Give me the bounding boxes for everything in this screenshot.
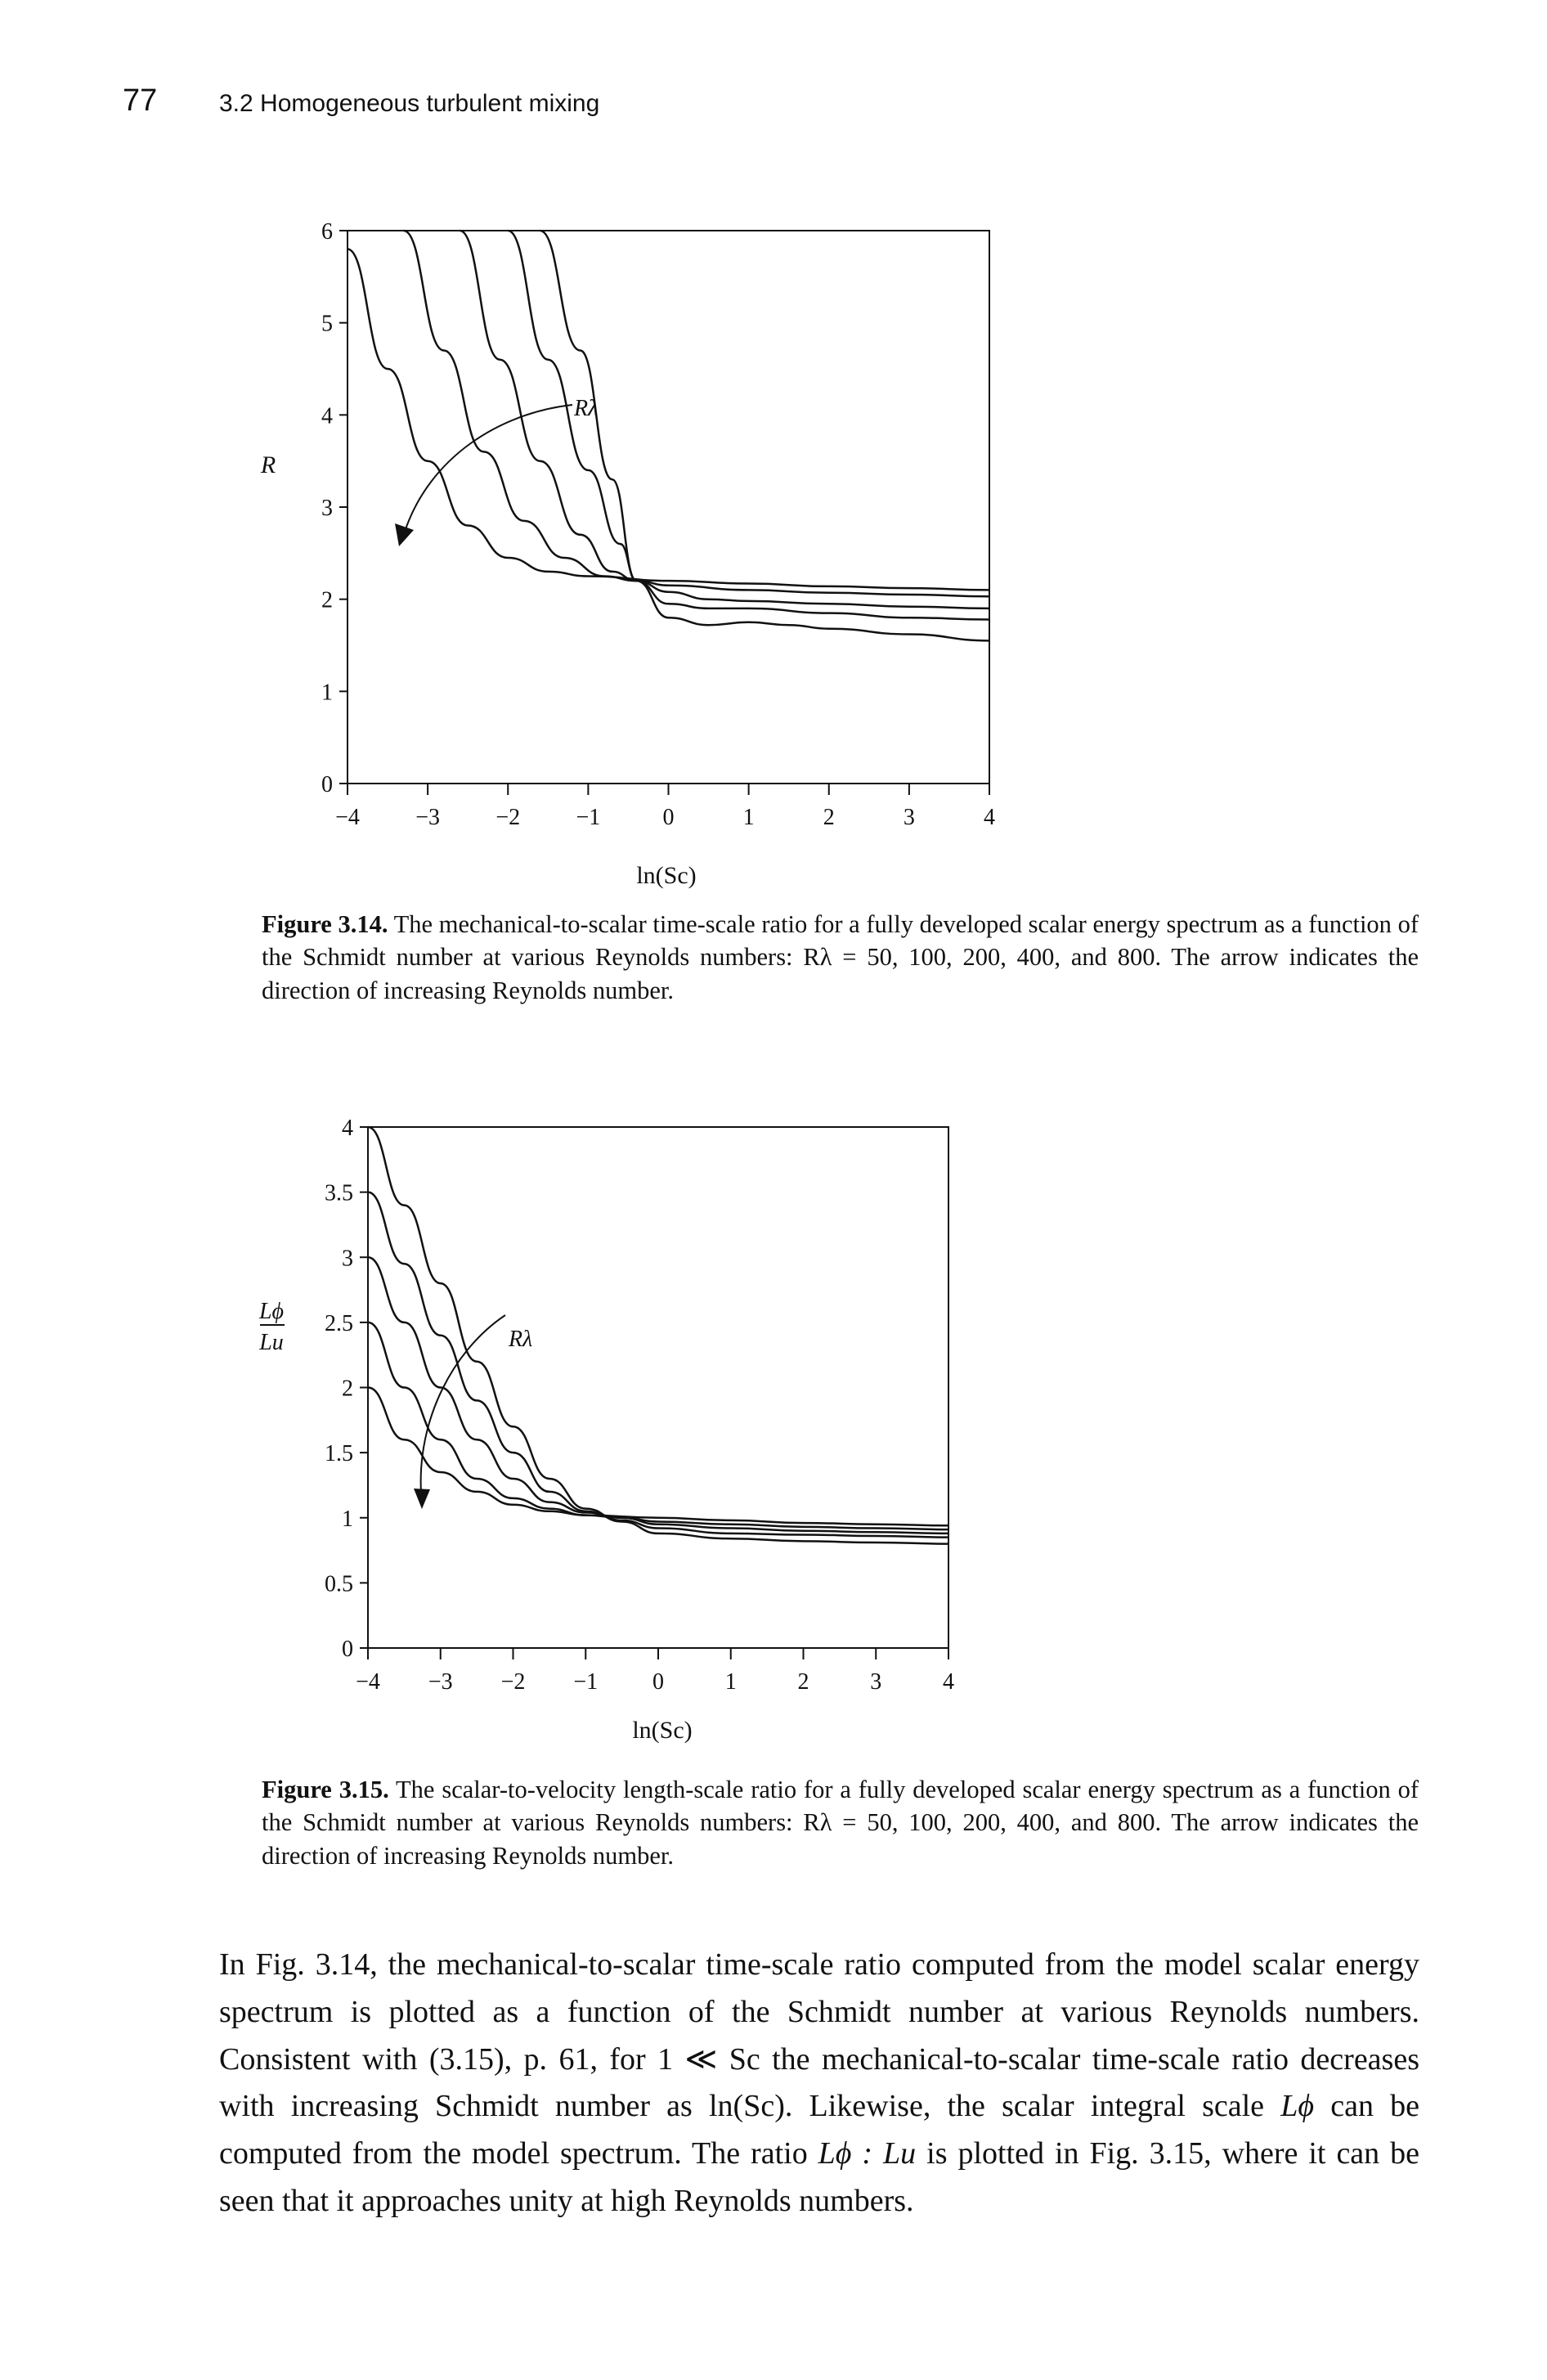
fig14-y-tick-label: 0: [321, 772, 333, 797]
running-title: 3.2 Homogeneous turbulent mixing: [219, 90, 600, 117]
fig15-y-tick-label: 2: [342, 1376, 353, 1402]
figure-3-14-xlabel: ln(Sc): [636, 862, 696, 889]
fig14-x-tick-label: −3: [415, 805, 440, 830]
fig15-y-tick-label: 3: [342, 1246, 353, 1271]
fig15-x-tick-label: 4: [943, 1669, 954, 1695]
figure-3-14-arrow: [395, 404, 573, 546]
fig15-series-line-4: [367, 1191, 949, 1538]
figure-3-15-ylabel-top: Lϕ: [258, 1299, 284, 1324]
figure-3-15-axes: −4 −3 −2 −1 0 1 2 3 4 0 0.5 1 1.5 2 2.5 3 3.5 4: [325, 1116, 954, 1695]
figure-3-14-series: [347, 229, 990, 642]
fig15-x-tick-label: 3: [870, 1669, 881, 1695]
fig15-plot-frame: [367, 1126, 949, 1649]
figure-3-15-annotation: Rλ: [508, 1327, 532, 1352]
fig14-x-tick-label: −1: [576, 805, 600, 830]
fig14-y-tick-label: 1: [321, 680, 333, 705]
figure-3-14-caption-label: Figure 3.14.: [262, 910, 388, 938]
figure-3-15-caption-text: The scalar-to-velocity length-scale rati…: [262, 1776, 1419, 1870]
body-text-part-2: can be computed from the model spectrum.…: [219, 2089, 1419, 2171]
fig14-x-tick-label: 0: [663, 805, 675, 830]
figure-3-15-ylabel-bottom: Lu: [258, 1330, 284, 1355]
fig14-x-tick-label: −2: [495, 805, 520, 830]
fig15-x-tick-label: 1: [725, 1669, 737, 1695]
fig14-x-tick-label: 4: [984, 805, 995, 830]
body-text-part-3: is plotted in Fig. 3.15, where it can be…: [219, 2136, 1420, 2218]
figure-3-15-xlabel: ln(Sc): [632, 1717, 692, 1744]
page-header: 77 3.2 Homogeneous turbulent mixing: [0, 0, 1547, 164]
fig15-y-tick-label: 0: [342, 1637, 353, 1662]
fig15-x-tick-label: −4: [356, 1669, 380, 1695]
fig15-y-tick-label: 3.5: [325, 1181, 353, 1206]
fig15-series-line-5: [367, 1125, 949, 1545]
fig14-y-tick-label: 3: [321, 496, 333, 521]
fig14-y-tick-label: 4: [321, 403, 333, 429]
figure-3-14-caption-text: The mechanical-to-scalar time-scale rati…: [262, 910, 1419, 1004]
fig15-x-tick-label: 2: [798, 1669, 809, 1695]
fig14-series-line-2: [403, 229, 990, 598]
fig15-x-tick-label: −2: [501, 1669, 526, 1695]
fig14-x-tick-label: 3: [904, 805, 915, 830]
fig14-x-tick-label: 1: [743, 805, 755, 830]
fig15-y-tick-label: 4: [342, 1116, 353, 1141]
fig14-plot-frame: [347, 230, 990, 784]
body-text-part-1: In Fig. 3.14, the mechanical-to-scalar t…: [219, 1947, 1419, 2124]
fig14-y-tick-label: 6: [321, 219, 333, 245]
fig15-y-tick-label: 2.5: [325, 1311, 353, 1336]
fig15-series-line-3: [367, 1256, 949, 1535]
fig15-x-tick-label: −1: [573, 1669, 598, 1695]
figure-3-14-caption: Figure 3.14. The mechanical-to-scalar ti…: [262, 908, 1419, 1007]
fig15-series-line-1: [367, 1386, 949, 1527]
fig14-x-tick-label: −4: [335, 805, 360, 830]
fig14-y-tick-label: 2: [321, 588, 333, 613]
fig15-x-tick-label: 0: [652, 1669, 664, 1695]
fig15-y-tick-label: 0.5: [325, 1571, 353, 1596]
page-number: 77: [123, 83, 158, 118]
figure-3-15-ylabel: Lϕ Lu: [258, 1299, 285, 1355]
figure-3-14-chart: −4 −3 −2 −1 0 1 2 3 4 0 1 2 3 4 5 6 R ln(Sc) Rλ: [260, 219, 995, 889]
body-math-ratio: Lϕ : Lu: [818, 2136, 917, 2171]
figure-3-15-caption-label: Figure 3.15.: [262, 1776, 389, 1803]
fig14-series-line-3: [459, 229, 990, 610]
body-paragraph: In Fig. 3.14, the mechanical-to-scalar t…: [219, 1942, 1419, 2225]
figure-3-15-series: [367, 1125, 949, 1545]
body-math-l-phi: Lϕ: [1280, 2089, 1315, 2124]
fig14-series-line-1: [347, 248, 990, 591]
fig15-x-tick-label: −3: [428, 1669, 453, 1695]
fig15-series-line-2: [367, 1321, 949, 1531]
fig15-y-tick-label: 1.5: [325, 1441, 353, 1466]
fig15-y-tick-label: 1: [342, 1507, 353, 1532]
figure-3-15-arrow: [414, 1314, 506, 1509]
figure-3-15-chart: −4 −3 −2 −1 0 1 2 3 4 0 0.5 1 1.5 2 2.5 3 3.5 4 Lϕ Lu ln(…: [258, 1116, 954, 1744]
fig14-series-line-4: [507, 229, 990, 621]
fig14-x-tick-label: 2: [823, 805, 835, 830]
figure-3-15-caption: Figure 3.15. The scalar-to-velocity leng…: [262, 1773, 1419, 1872]
fig14-series-line-5: [540, 229, 990, 642]
figure-3-14-annotation: Rλ: [573, 396, 598, 421]
figure-3-14-ylabel: R: [260, 451, 276, 478]
fig14-y-tick-label: 5: [321, 312, 333, 337]
figure-3-14-axes: −4 −3 −2 −1 0 1 2 3 4 0 1 2 3 4 5 6: [321, 219, 995, 830]
